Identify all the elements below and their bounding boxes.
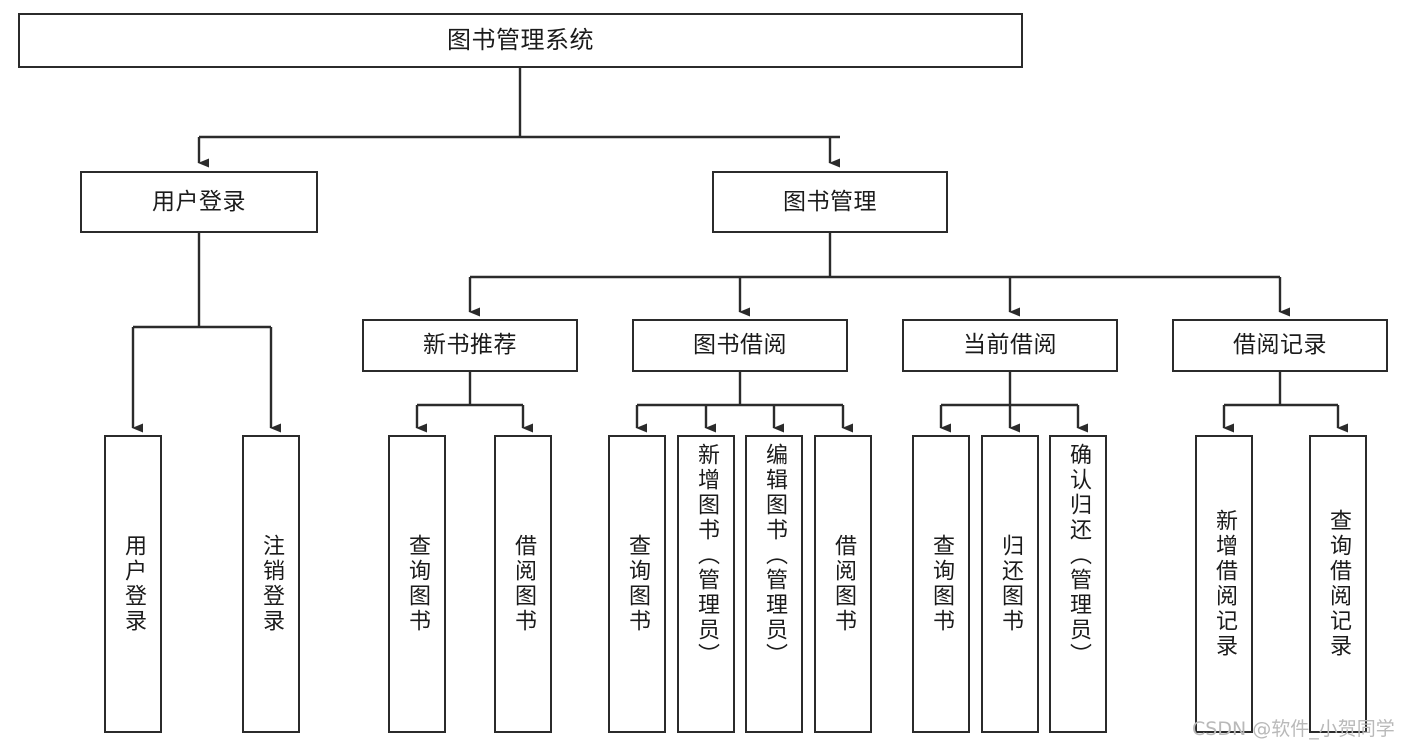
- leaf-edit-book-admin[interactable]: 编辑图书（管理员）: [745, 435, 803, 733]
- leaf-borrow-book-recommend[interactable]: 借阅图书: [494, 435, 552, 733]
- node-label: 新书推荐: [423, 332, 517, 359]
- leaf-borrow-book[interactable]: 借阅图书: [814, 435, 872, 733]
- node-label: 新增图书（管理员）: [694, 443, 719, 668]
- node-label: 借阅图书: [511, 534, 536, 634]
- node-label: 用户登录: [152, 188, 246, 215]
- watermark-text: CSDN @软件_小贺同学: [1192, 718, 1395, 740]
- node-user-login[interactable]: 用户登录: [80, 171, 318, 233]
- node-new-book-recommend[interactable]: 新书推荐: [362, 319, 578, 372]
- node-label: 注销登录: [259, 534, 284, 634]
- leaf-add-borrow-record[interactable]: 新增借阅记录: [1195, 435, 1253, 733]
- node-label: 确认归还（管理员）: [1066, 443, 1091, 668]
- leaf-logout-login[interactable]: 注销登录: [242, 435, 300, 733]
- node-borrow-record[interactable]: 借阅记录: [1172, 319, 1388, 372]
- leaf-query-book-borrow[interactable]: 查询图书: [608, 435, 666, 733]
- leaf-query-book-recommend[interactable]: 查询图书: [388, 435, 446, 733]
- node-label: 用户登录: [121, 534, 146, 634]
- node-label: 归还图书: [998, 534, 1023, 634]
- node-label: 编辑图书（管理员）: [762, 443, 787, 668]
- node-root-system[interactable]: 图书管理系统: [18, 13, 1023, 68]
- leaf-confirm-return-admin[interactable]: 确认归还（管理员）: [1049, 435, 1107, 733]
- node-current-borrow[interactable]: 当前借阅: [902, 319, 1118, 372]
- node-label: 图书管理系统: [447, 25, 594, 54]
- node-label: 借阅图书: [831, 534, 856, 634]
- leaf-add-book-admin[interactable]: 新增图书（管理员）: [677, 435, 735, 733]
- node-book-borrow[interactable]: 图书借阅: [632, 319, 848, 372]
- leaf-return-book[interactable]: 归还图书: [981, 435, 1039, 733]
- leaf-query-book-current[interactable]: 查询图书: [912, 435, 970, 733]
- node-label: 图书管理: [783, 188, 877, 215]
- node-label: 查询借阅记录: [1326, 509, 1351, 659]
- node-label: 当前借阅: [963, 332, 1057, 359]
- node-label: 借阅记录: [1233, 332, 1327, 359]
- leaf-user-login[interactable]: 用户登录: [104, 435, 162, 733]
- node-book-management[interactable]: 图书管理: [712, 171, 948, 233]
- node-label: 查询图书: [405, 534, 430, 634]
- node-label: 图书借阅: [693, 332, 787, 359]
- node-label: 新增借阅记录: [1212, 509, 1237, 659]
- node-label: 查询图书: [929, 534, 954, 634]
- leaf-query-borrow-record[interactable]: 查询借阅记录: [1309, 435, 1367, 733]
- node-label: 查询图书: [625, 534, 650, 634]
